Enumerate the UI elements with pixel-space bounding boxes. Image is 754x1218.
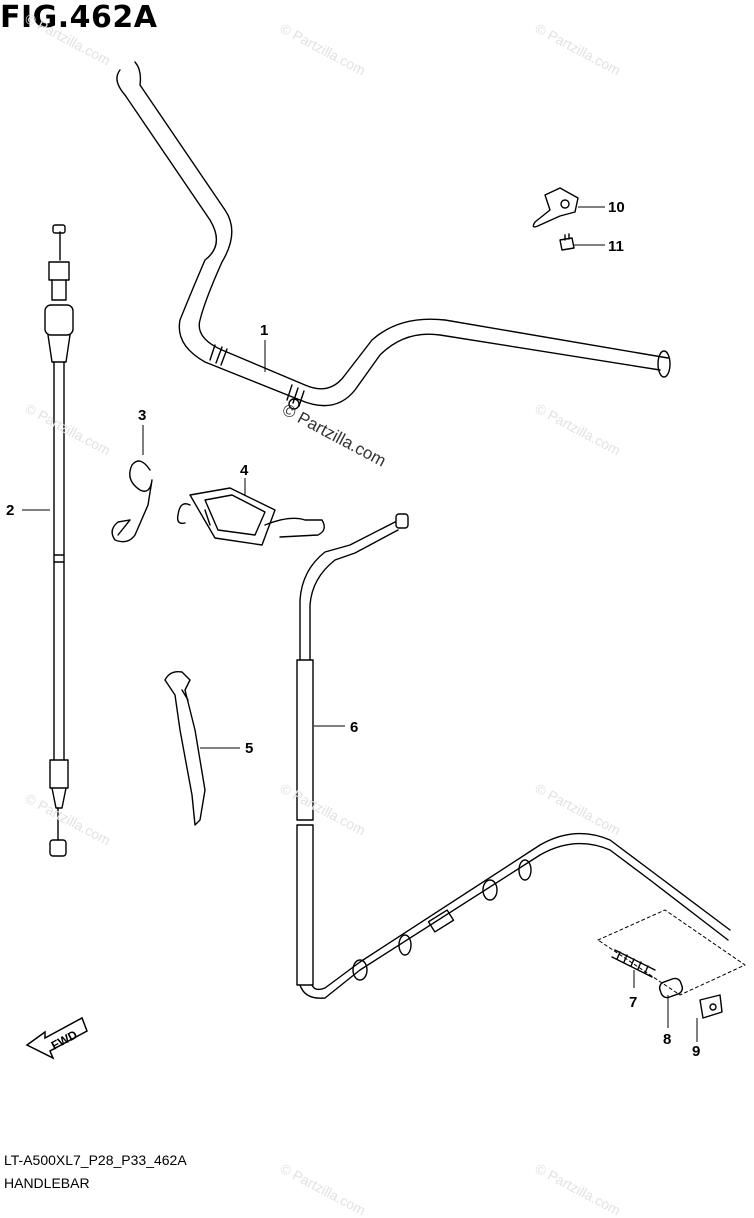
callout-7: 7 xyxy=(629,994,637,1011)
bolt xyxy=(559,233,575,251)
adjuster-part xyxy=(699,994,723,1019)
callout-2: 2 xyxy=(6,502,14,519)
callout-6: 6 xyxy=(350,719,358,736)
figure-title: FIG.462A xyxy=(0,0,158,35)
sleeve-part xyxy=(658,977,684,999)
callout-8: 8 xyxy=(663,1031,671,1048)
callout-3: 3 xyxy=(138,407,146,424)
callout-9: 9 xyxy=(692,1043,700,1060)
left-cable xyxy=(44,224,74,857)
figure-caption: HANDLEBAR xyxy=(4,1175,90,1191)
figure-code: LT-A500XL7_P28_P33_462A xyxy=(4,1152,187,1168)
holder-bracket xyxy=(176,487,325,546)
callout-4: 4 xyxy=(240,462,249,479)
callout-10: 10 xyxy=(608,199,625,216)
callout-1: 1 xyxy=(260,322,268,339)
lever-bracket xyxy=(532,187,579,228)
throttle-cable xyxy=(296,513,731,999)
callout-5: 5 xyxy=(245,740,253,757)
callout-11: 11 xyxy=(608,238,624,255)
spring-clip xyxy=(111,460,153,543)
forward-direction-arrow: FWD xyxy=(25,1016,88,1060)
cable-tie xyxy=(164,670,206,826)
handlebar-tube xyxy=(116,61,671,410)
